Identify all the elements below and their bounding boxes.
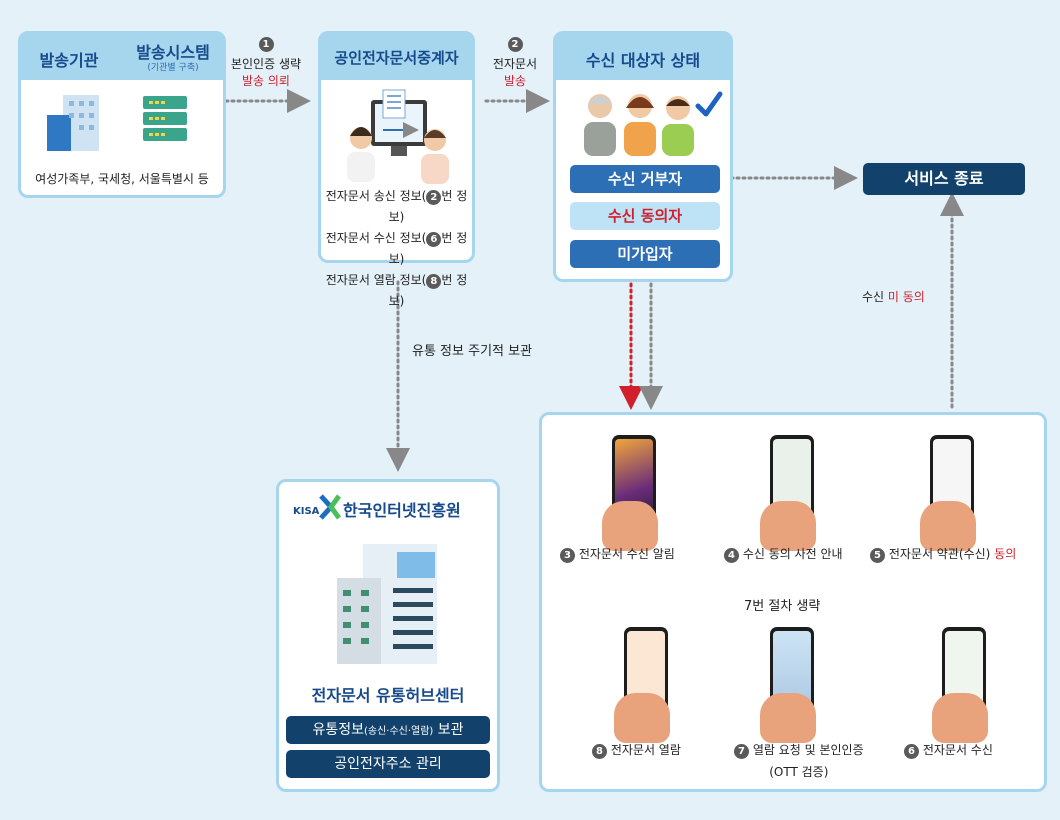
- hub-building-icon: [337, 544, 437, 664]
- service-end-box: 서비스 종료: [863, 163, 1025, 195]
- step4-caption: 4 수신 동의 사전 안내: [724, 545, 843, 563]
- consenter-status: 수신 동의자: [570, 202, 720, 230]
- step1-label: 1 본인인증 생략 발송 의뢰: [226, 36, 306, 89]
- server-icon: [143, 96, 187, 141]
- step8-caption: 8 전자문서 열람: [592, 741, 681, 759]
- checkmark-icon: [695, 91, 723, 117]
- info-num-8: 8: [426, 274, 442, 289]
- kisa-logo-icon: [319, 494, 341, 520]
- step2-line1: 전자문서: [492, 57, 538, 71]
- recipients-icon: [584, 94, 694, 156]
- step1-line1: 본인인증 생략: [230, 57, 302, 71]
- hub-address-button: 공인전자주소 관리: [286, 750, 490, 778]
- unsubscribed-status: 미가입자: [570, 240, 720, 268]
- system-subtitle: (기관별 구축): [147, 63, 199, 73]
- no-consent-label: 수신 미 동의: [862, 290, 925, 304]
- info-num-6: 6: [426, 232, 442, 247]
- broker-title: 공인전자문서중계자: [334, 49, 459, 67]
- step2-line2: 발송: [503, 74, 527, 88]
- issuer-examples: 여성가족부, 국세청, 서울특별시 등: [35, 172, 209, 186]
- step7-skip-label: 7번 절차 생략: [740, 595, 825, 614]
- step2-label: 2 전자문서 발송: [480, 36, 550, 89]
- kisa-box: KISA 한국인터넷진흥원 전자문서 유통허브센터 유통정보(송신·수신·열람)…: [276, 479, 500, 792]
- building-icon: [47, 95, 99, 151]
- issuer-title: 발송기관: [39, 51, 99, 70]
- kisa-logo: KISA 한국인터넷진흥원: [293, 494, 493, 522]
- hub-archive-button: 유통정보(송신·수신·열람) 보관: [286, 716, 490, 744]
- step1-number: 1: [258, 37, 274, 52]
- info-num-2: 2: [426, 190, 442, 205]
- hub-center-title: 전자문서 유통허브센터: [311, 686, 465, 705]
- kisa-name: 한국인터넷진흥원: [343, 501, 461, 520]
- system-title: 발송시스템: [136, 43, 210, 62]
- refuser-status: 수신 거부자: [570, 165, 720, 193]
- kisa-logo-small: KISA: [293, 506, 320, 517]
- recipient-header: [556, 34, 730, 80]
- issuer-header: [21, 34, 223, 80]
- archive-note: 유통 정보 주기적 보관: [412, 344, 533, 359]
- recipient-title: 수신 대상자 상태: [585, 51, 701, 70]
- process-box: 3 전자문서 수신 알림 4 수신 동의 사전 안내 5 전자문서 약관(수신)…: [539, 412, 1047, 792]
- step3-caption: 3 전자문서 수신 알림: [560, 545, 675, 563]
- broker-people-icon: [347, 89, 449, 184]
- step6-caption: 6 전자문서 수신: [904, 741, 993, 759]
- step5-caption: 5 전자문서 약관(수신) 동의: [870, 545, 1016, 563]
- recipient-box: 수신 대상자 상태 수신 거부자 수신 동의자 미가입자: [553, 31, 733, 282]
- issuer-box: 발송기관 발송시스템 (기관별 구축) 여성가족부, 국세청, 서울특별시 등: [18, 31, 226, 198]
- step1-line2: 발송 의뢰: [242, 74, 290, 88]
- step2-number: 2: [507, 37, 523, 52]
- broker-header: [321, 34, 472, 80]
- step7-caption: 7 열람 요청 및 본인인증(OTT 검증): [734, 741, 864, 780]
